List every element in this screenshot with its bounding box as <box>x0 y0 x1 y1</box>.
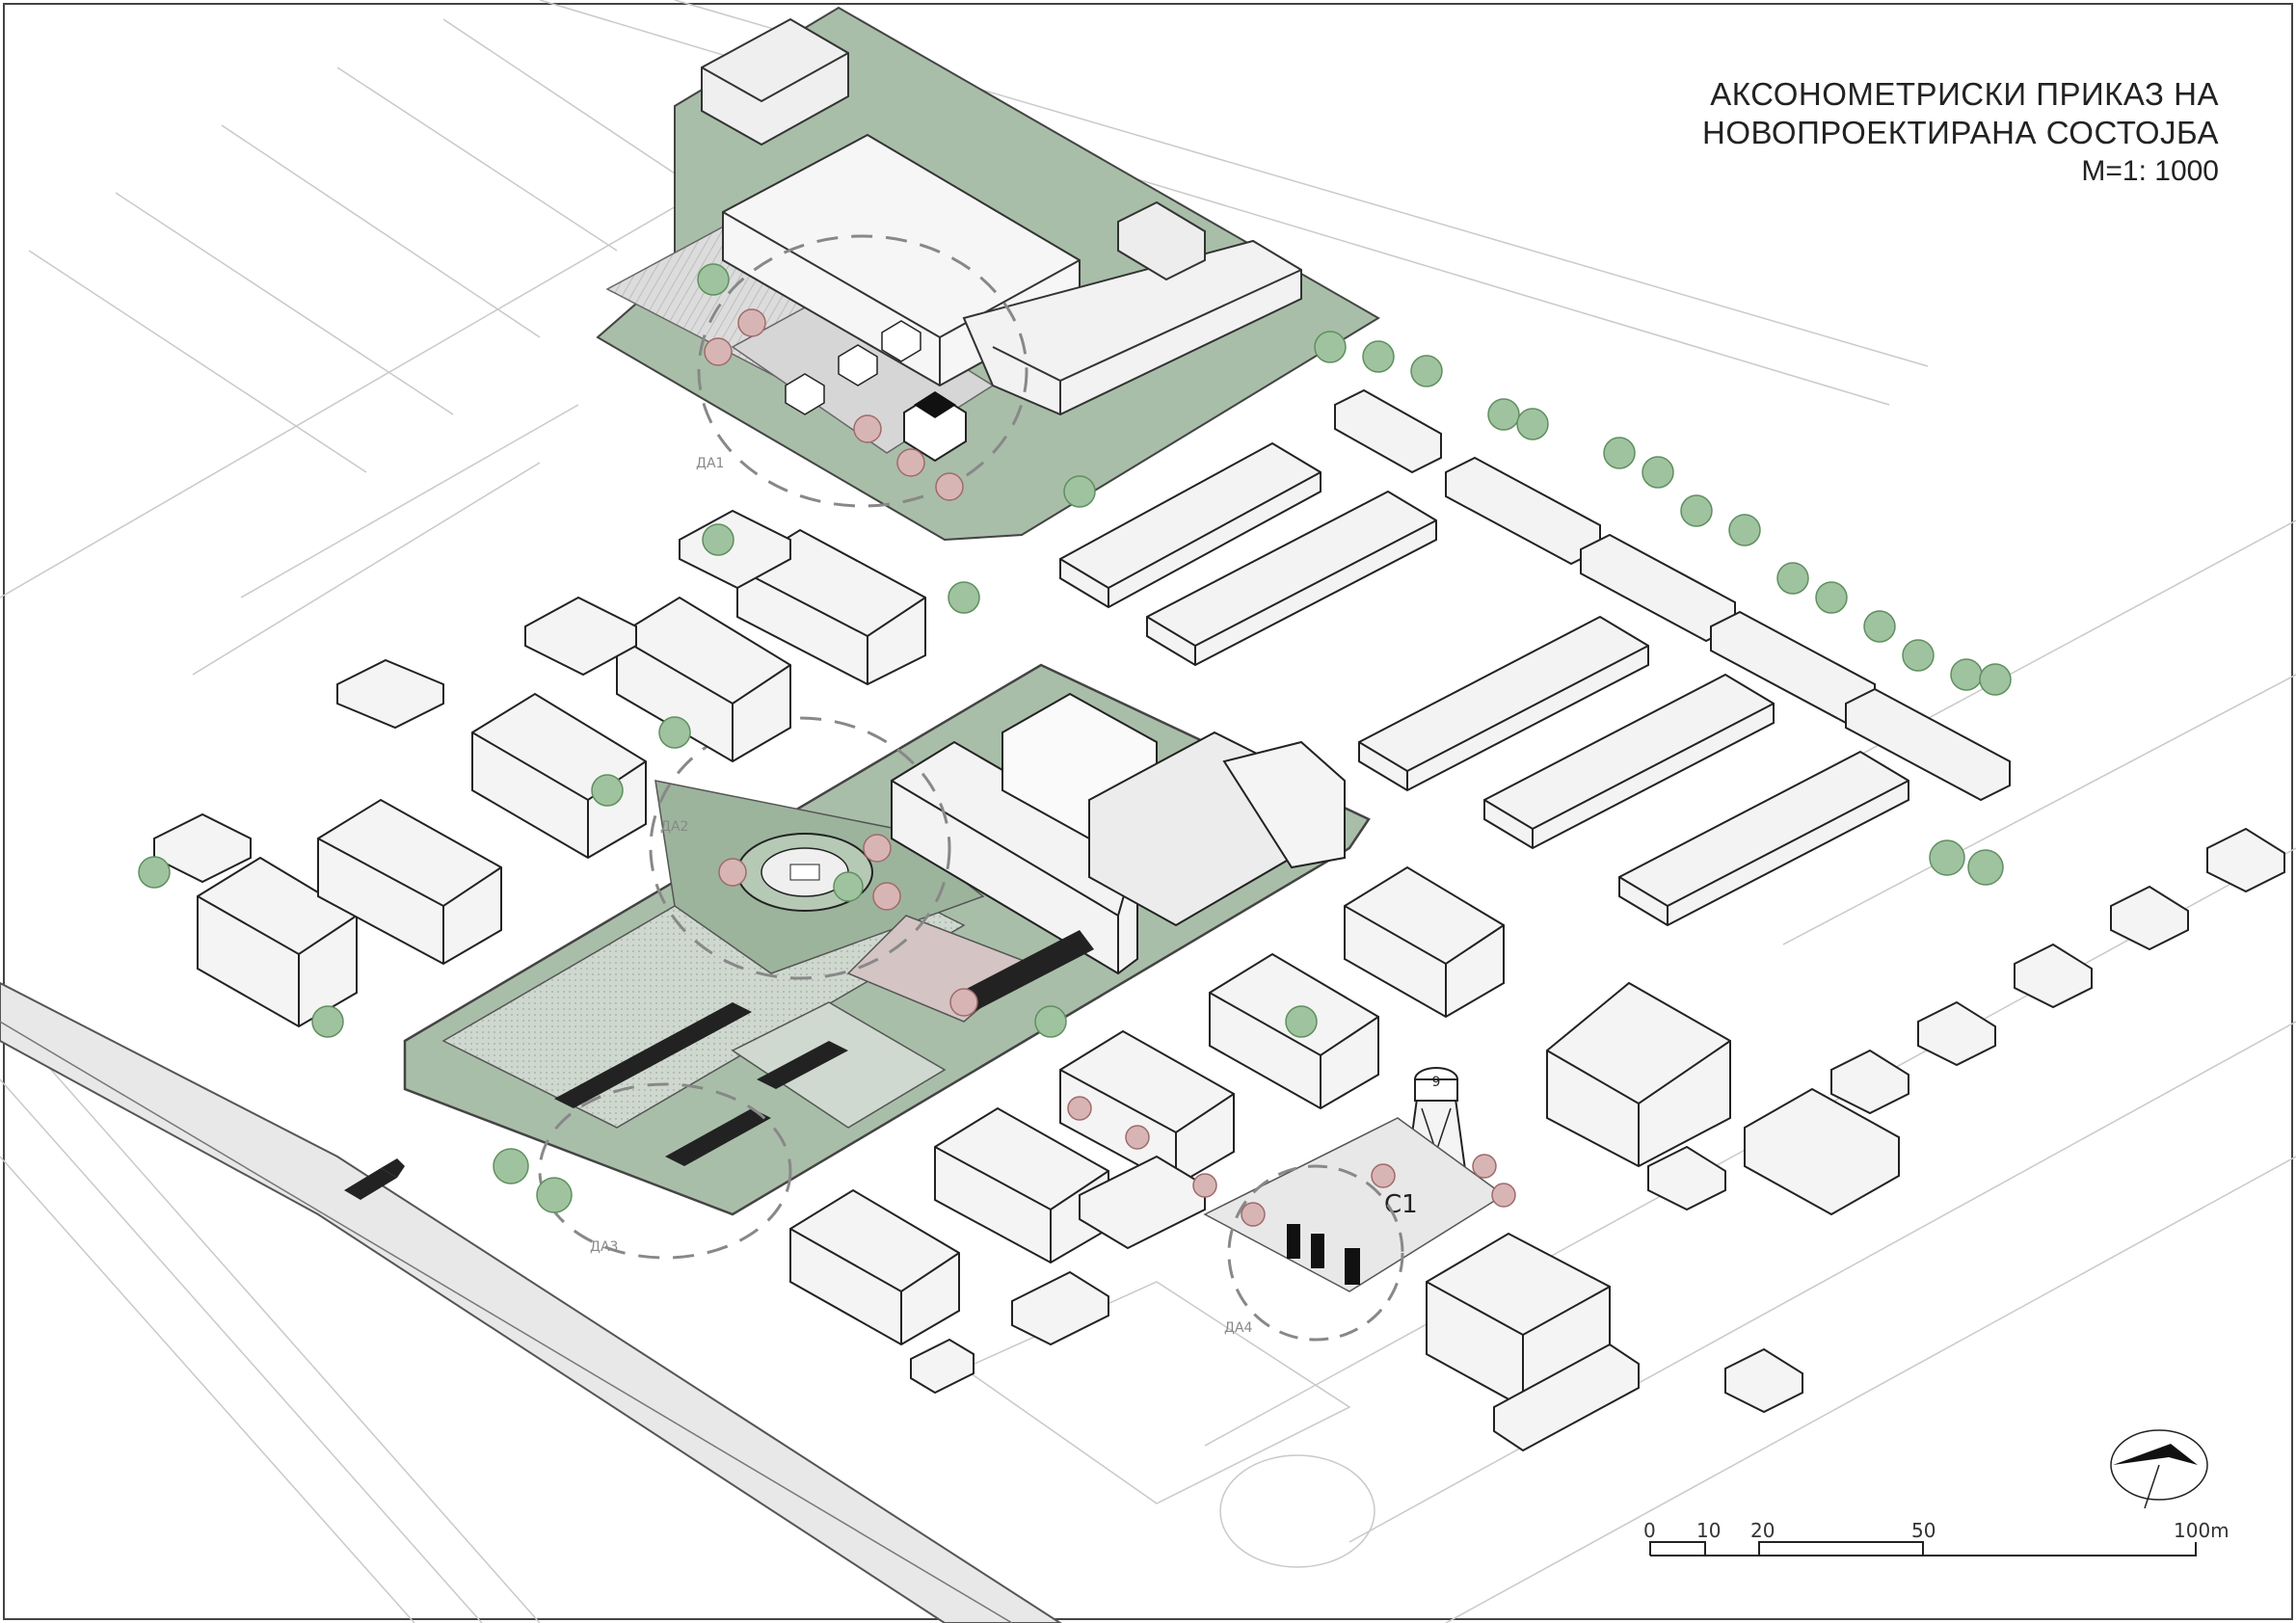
north-arrow-icon <box>2110 1429 2208 1509</box>
residential-south <box>789 827 2285 1452</box>
label-da3: ДА3 <box>590 1239 618 1255</box>
central-campus: ДА2 ДА3 <box>403 663 1371 1260</box>
label-c1: C1 <box>1384 1190 1418 1219</box>
tower-number: 9 <box>1432 1075 1441 1090</box>
bleachers <box>554 930 1094 1166</box>
main-road <box>0 981 1062 1623</box>
title-line-2: НОВОПРОЕКТИРАНА СОСТОЈБА <box>1702 115 2219 150</box>
label-da4: ДА4 <box>1224 1320 1253 1336</box>
title-block: АКСОНОМЕТРИСКИ ПРИКАЗ НА НОВОПРОЕКТИРАНА… <box>1702 75 2219 191</box>
kiosks <box>785 320 921 415</box>
zone-ring-da1 <box>697 234 1028 508</box>
scale-tick-0: 0 <box>1643 1519 1656 1542</box>
north-campus: ДА1 <box>596 6 1380 542</box>
zone-ring-da2 <box>649 716 951 980</box>
truck-icon <box>344 1158 405 1200</box>
page-frame <box>3 3 2293 1620</box>
scale-bar: 0 10 20 50 100m <box>1643 1519 2229 1556</box>
title-line-1: АКСОНОМЕТРИСКИ ПРИКАЗ НА <box>1710 76 2219 112</box>
barracks-east <box>1059 388 2011 927</box>
scale-tick-10: 10 <box>1696 1519 1721 1542</box>
residential-west <box>153 509 926 1028</box>
label-da1: ДА1 <box>696 456 724 471</box>
zone-ring-da3 <box>538 1082 792 1260</box>
trees-red <box>704 308 1516 1227</box>
school-building <box>891 692 1346 975</box>
scale-tick-20: 20 <box>1750 1519 1775 1542</box>
scale-ratio: M=1: 1000 <box>2081 155 2219 187</box>
zone-ring-da4 <box>1227 1164 1404 1342</box>
scale-tick-100: 100m <box>2174 1519 2229 1542</box>
scale-tick-50: 50 <box>1911 1519 1936 1542</box>
label-da2: ДА2 <box>660 819 688 835</box>
trees-green <box>138 263 2012 1213</box>
gazebo-pavilion <box>903 391 967 463</box>
